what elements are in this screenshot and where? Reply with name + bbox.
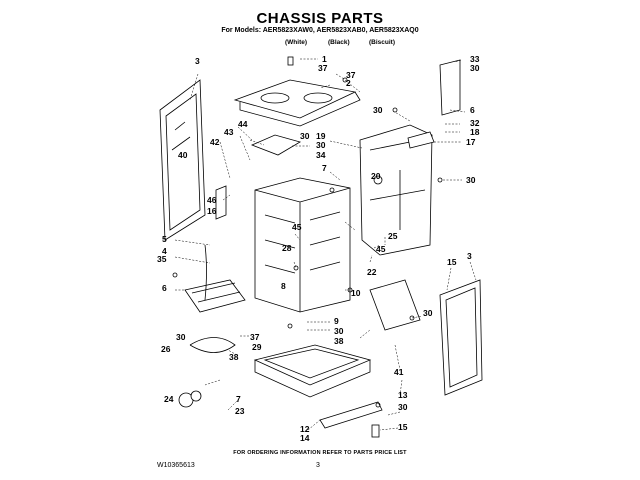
callout-30-g: 30	[334, 326, 344, 336]
callout-13: 12	[300, 424, 310, 434]
callout-1: 1	[322, 54, 327, 64]
page-title: CHASSIS PARTS	[256, 10, 384, 27]
color-black: (Black)	[328, 39, 350, 46]
callout-26: 25	[388, 231, 398, 241]
callout-38: 38	[334, 336, 344, 346]
callout-labels: 3 1 37 37 2 33 30 30 6 32 18 17 19 30 34…	[157, 54, 480, 443]
ordering-note: FOR ORDERING INFORMATION REFER TO PARTS …	[233, 450, 407, 456]
screw-part	[392, 107, 398, 113]
color-white: (White)	[285, 39, 308, 46]
bake-element	[184, 279, 246, 313]
callout-3-left: 3	[195, 56, 200, 66]
callout-15: 14	[300, 433, 310, 443]
callout-46: 46	[207, 195, 217, 205]
leveling-leg	[371, 424, 380, 438]
callout-30-i: 30	[398, 402, 408, 412]
callout-31: 32	[470, 118, 480, 128]
side-trim	[439, 59, 461, 116]
wire	[204, 244, 207, 301]
knob-assembly	[178, 390, 202, 408]
leader-lines	[174, 58, 477, 431]
callout-16: 15	[398, 422, 408, 432]
screw-part	[172, 272, 178, 278]
left-side-panel	[159, 79, 206, 241]
callout-30-d: 30	[466, 175, 476, 185]
callout-20: 17	[466, 137, 476, 147]
callout-44: 45	[292, 222, 302, 232]
callout-39: 40	[178, 150, 188, 160]
callout-30-h: 30	[176, 332, 186, 342]
drawer-slide	[319, 401, 383, 429]
rear-panel	[359, 124, 433, 256]
callout-29: 29	[252, 342, 262, 352]
callout-30-a: 30	[470, 63, 480, 73]
callout-32: 33	[470, 54, 480, 64]
callout-23: 20	[371, 171, 381, 181]
callout-3-right: 3	[467, 251, 472, 261]
callout-2: 2	[346, 78, 351, 88]
callout-25: 24	[164, 394, 174, 404]
screw-part	[437, 177, 443, 183]
callout-10: 8	[281, 281, 286, 291]
page-number: 3	[316, 462, 320, 469]
screw-part	[329, 187, 335, 193]
document-number: W10365613	[157, 462, 195, 469]
callout-24: 23	[235, 406, 245, 416]
callout-11: 9	[334, 316, 339, 326]
callout-34: 35	[157, 254, 167, 264]
callout-17: 16	[207, 206, 217, 216]
callout-42: 43	[224, 127, 234, 137]
door-liner	[369, 279, 421, 331]
burner-assembly	[250, 134, 302, 156]
callout-21: 18	[470, 127, 480, 137]
right-door-glass	[439, 279, 483, 396]
screw-part	[287, 323, 293, 329]
callout-45: 45	[376, 244, 386, 254]
callout-36: 37	[346, 70, 356, 80]
callout-37-b: 38	[229, 352, 239, 362]
screw-part	[342, 77, 348, 83]
screw-part	[375, 402, 381, 408]
callout-40: 41	[394, 367, 404, 377]
callout-30-b: 30	[373, 105, 383, 115]
oven-cavity	[254, 177, 351, 313]
callout-8: 6	[470, 105, 475, 115]
callout-19: 22	[367, 267, 377, 277]
callout-30-c: 30	[316, 140, 326, 150]
callout-30-e: 30	[300, 131, 310, 141]
callout-5: 5	[162, 234, 167, 244]
callout-18: 15	[447, 257, 457, 267]
callout-22: 19	[316, 131, 326, 141]
callout-30-f: 30	[423, 308, 433, 318]
callout-7: 7	[236, 394, 241, 404]
screw-part	[409, 315, 415, 321]
callout-12: 10	[351, 288, 361, 298]
callout-35: 37	[318, 63, 328, 73]
callout-4: 4	[162, 246, 167, 256]
callout-14: 13	[398, 390, 408, 400]
callout-9: 7	[322, 163, 327, 173]
callout-37-a: 37	[250, 332, 260, 342]
callout-33: 34	[316, 150, 326, 160]
callout-27: 26	[161, 344, 171, 354]
cooktop	[233, 79, 361, 127]
callout-28: 28	[282, 243, 292, 253]
callout-6: 6	[162, 283, 167, 293]
part-drawings	[159, 56, 483, 438]
color-biscuit: (Biscuit)	[369, 39, 395, 46]
broil-element	[189, 337, 236, 353]
callout-41: 42	[210, 137, 220, 147]
screw-part	[293, 265, 299, 271]
screw-part	[287, 56, 294, 66]
callout-43: 44	[238, 119, 248, 129]
model-list: For Models: AER5823XAW0, AER5823XAB0, AE…	[221, 27, 419, 34]
side-bracket	[215, 185, 227, 220]
drawer-tray	[253, 344, 372, 398]
